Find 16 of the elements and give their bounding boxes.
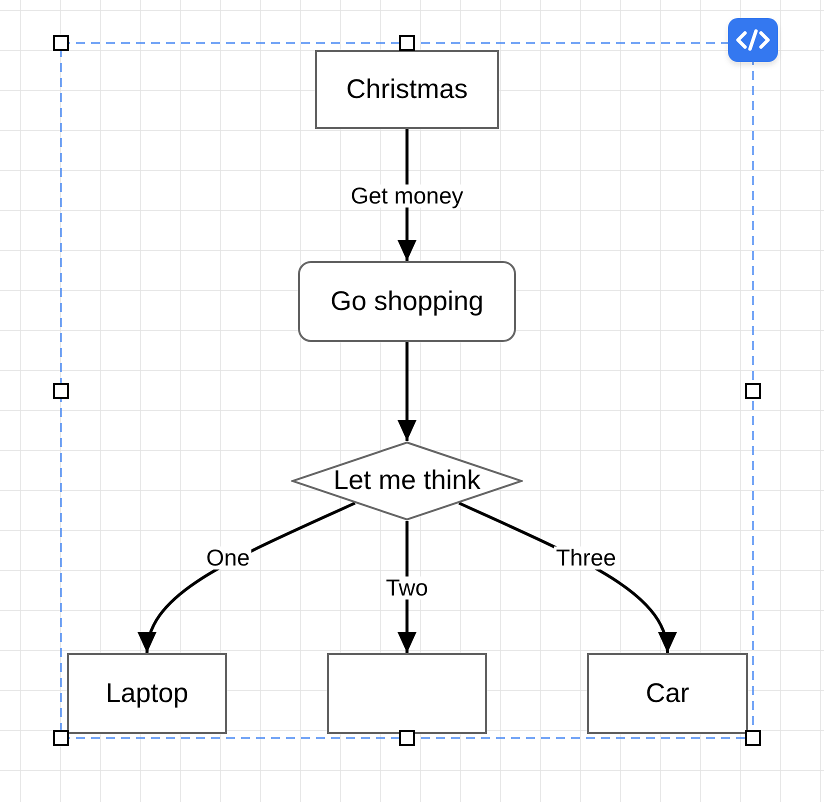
rounded-process-box <box>298 261 516 342</box>
node-label: Car <box>646 676 690 710</box>
decision-diamond <box>291 441 523 521</box>
arrow <box>398 342 416 441</box>
node-label: Let me think <box>333 464 481 498</box>
edge-label: Get money <box>348 184 466 208</box>
edge-label: Two <box>384 576 430 600</box>
process-box <box>587 653 748 734</box>
node-label: Laptop <box>106 676 188 710</box>
process-box <box>67 653 227 734</box>
edge-label: One <box>204 546 252 570</box>
process-box <box>327 653 487 734</box>
process-box <box>315 50 499 129</box>
edge-label: Three <box>554 546 618 570</box>
node-label: Christmas <box>346 72 468 106</box>
node-label: Go shopping <box>330 284 484 318</box>
